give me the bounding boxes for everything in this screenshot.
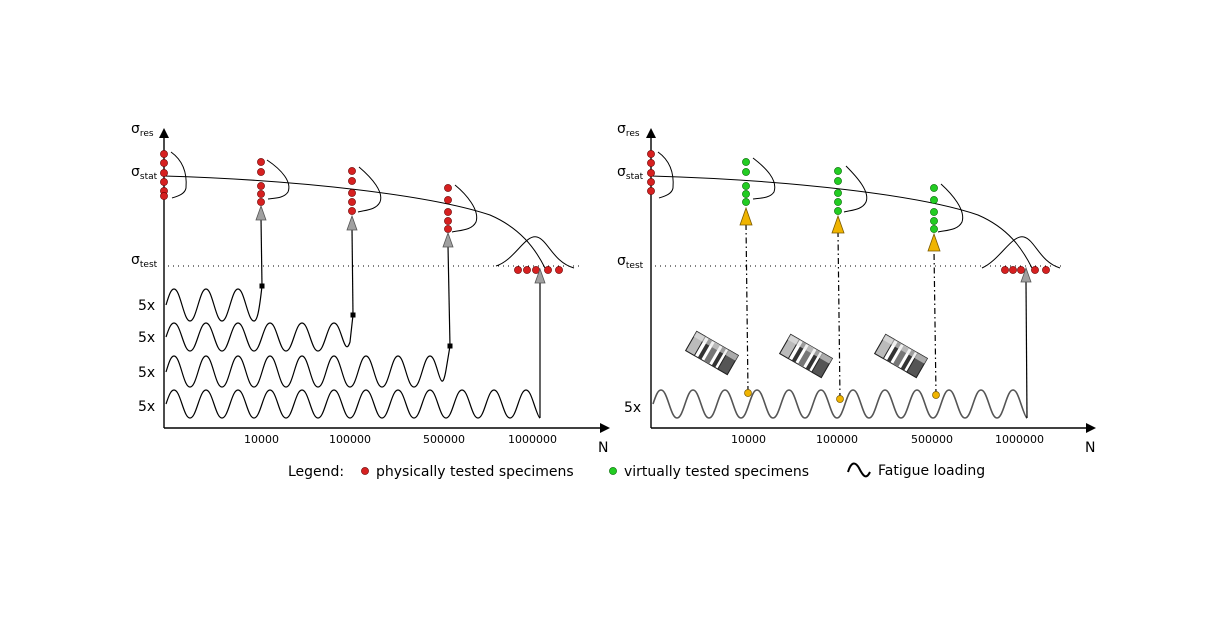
right-virtual-specimens-100000 (834, 167, 842, 215)
left-wave-3 (165, 345, 451, 388)
left-gray-arrow-3 (442, 231, 454, 248)
left-n-label: N (598, 440, 608, 456)
left-distribution-2 (357, 166, 382, 213)
right-virtual-arrows (739, 206, 1032, 419)
right-n-label: N (1085, 440, 1095, 456)
right-gray-arrow-4 (1020, 266, 1032, 283)
legend-fatigue-wave-icon (847, 462, 871, 478)
left-distribution-4 (495, 236, 575, 269)
left-gray-arrow-4 (534, 267, 546, 284)
left-specimens-500000 (444, 184, 452, 233)
left-specimens-100000 (348, 167, 356, 215)
legend-virtual-label: virtually tested specimens (624, 464, 809, 480)
left-load-count-3: 5x (138, 365, 155, 381)
legend-title: Legend: (288, 464, 344, 480)
left-residual-arrows (255, 204, 546, 418)
legend-physical-label: physically tested specimens (376, 464, 574, 480)
right-distribution-3 (937, 183, 964, 233)
right-arrow-line-1 (745, 223, 749, 393)
right-tick-500000: 500000 (911, 433, 953, 446)
left-wave-2 (165, 314, 354, 352)
left-tick-100000: 100000 (329, 433, 371, 446)
left-specimens-static (160, 150, 168, 200)
left-arrow-node-1 (259, 283, 265, 289)
left-sn-curve (163, 175, 546, 269)
left-arrow-line-3 (447, 245, 451, 347)
specimen-icon-3 (874, 333, 928, 379)
left-wave-4 (165, 389, 541, 419)
left-tick-10000: 10000 (244, 433, 279, 446)
left-arrow-line-2 (351, 227, 354, 316)
legend-fatigue-label: Fatigue loading (878, 463, 985, 479)
left-wave-1 (165, 285, 263, 322)
right-virtual-specimens-10000 (742, 158, 750, 206)
left-sigma-stat-label: σstat (131, 164, 158, 182)
right-node-2 (836, 395, 844, 403)
right-specimens-static (647, 150, 655, 195)
legend-virtual-marker (609, 467, 617, 475)
right-yellow-arrow-1 (739, 206, 753, 226)
right-load-count: 5x (624, 400, 641, 416)
right-node-1 (744, 389, 752, 397)
right-distribution-0 (657, 151, 674, 199)
left-sigma-res-label: σres (131, 121, 154, 139)
left-tick-500000: 500000 (423, 433, 465, 446)
right-specimens-1000000 (1001, 266, 1050, 274)
right-panel: σres σstat σtest N 10000 100000 500000 1… (617, 121, 1096, 456)
left-load-count-2: 5x (138, 330, 155, 346)
right-distribution-1 (752, 157, 776, 200)
left-arrow-node-3 (447, 343, 453, 349)
specimen-icon-1 (685, 330, 739, 376)
right-tick-1000000: 1000000 (995, 433, 1044, 446)
legend-physical-marker (361, 467, 369, 475)
left-gray-arrow-1 (255, 204, 267, 221)
right-wave (652, 389, 1028, 419)
right-sigma-test-label: σtest (617, 253, 644, 271)
right-sigma-stat-label: σstat (617, 164, 644, 182)
right-virtual-specimens-500000 (930, 184, 938, 233)
left-arrow-node-2 (350, 312, 356, 318)
left-specimens-1000000 (514, 266, 563, 274)
left-gray-arrow-2 (346, 214, 358, 231)
left-distribution-0 (170, 151, 187, 199)
left-load-count-1: 5x (138, 298, 155, 314)
left-specimens-10000 (257, 158, 265, 206)
right-arrow-line-3 (933, 249, 937, 396)
right-node-3 (932, 391, 940, 399)
right-arrow-line-4 (1025, 281, 1028, 419)
left-arrow-line-1 (260, 217, 263, 287)
left-panel: σres σstat σtest N 10000 100000 500000 1… (131, 121, 610, 456)
specimen-icon-2 (779, 333, 833, 379)
legend: Legend: physically tested specimens virt… (288, 462, 985, 480)
right-yellow-arrow-3 (927, 232, 941, 252)
left-sigma-test-label: σtest (131, 252, 158, 270)
left-distribution-3 (451, 184, 478, 233)
right-sigma-res-label: σres (617, 121, 640, 139)
right-arrow-line-2 (837, 231, 841, 400)
right-distribution-4 (981, 236, 1061, 269)
right-tick-100000: 100000 (816, 433, 858, 446)
right-yellow-arrow-2 (831, 214, 845, 234)
left-load-count-4: 5x (138, 399, 155, 415)
left-distribution-1 (266, 159, 290, 200)
right-tick-10000: 10000 (731, 433, 766, 446)
right-sn-curve (650, 175, 1033, 269)
left-tick-1000000: 1000000 (508, 433, 557, 446)
right-distribution-2 (843, 165, 868, 213)
